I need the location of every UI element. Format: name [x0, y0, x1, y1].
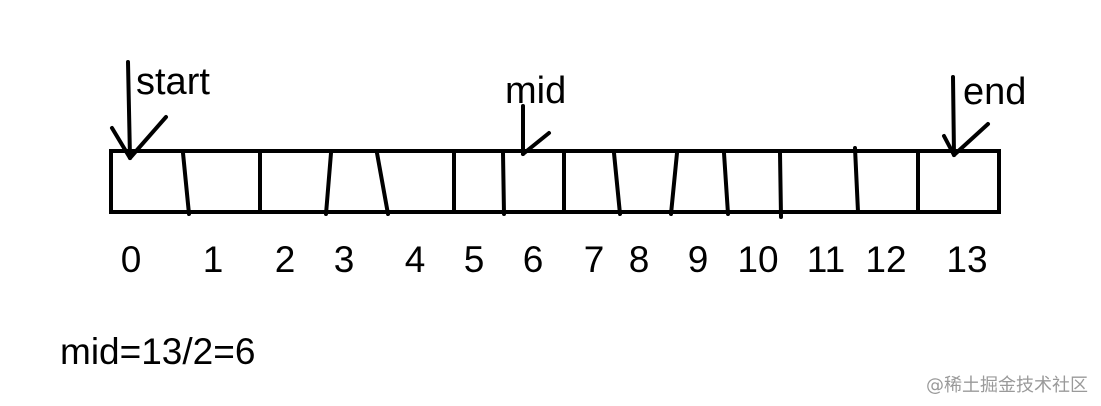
index-label: 3 — [334, 239, 355, 280]
index-label: 0 — [121, 239, 142, 280]
index-label: 7 — [584, 239, 605, 280]
start-arrow-head — [110, 126, 132, 160]
cell-divider — [181, 151, 191, 216]
mid-arrow — [521, 104, 551, 156]
index-label: 11 — [807, 239, 845, 280]
end-label: end — [963, 71, 1026, 113]
end-arrow — [942, 75, 990, 157]
mid-formula: mid=13/2=6 — [60, 331, 255, 372]
index-label: 4 — [405, 239, 426, 280]
index-label: 10 — [737, 239, 778, 280]
index-label: 1 — [203, 239, 224, 280]
index-label: 9 — [688, 239, 709, 280]
index-labels: 0 1 2 3 4 5 6 7 8 9 10 11 12 13 — [121, 239, 988, 280]
start-arrow-shaft — [126, 60, 132, 160]
end-arrow-shaft — [951, 75, 956, 157]
cell-divider — [501, 151, 506, 216]
mid-label: mid — [505, 70, 566, 112]
array-outline — [109, 149, 1001, 214]
watermark: @稀土掘金技术社区 — [926, 375, 1088, 396]
start-arrow — [110, 60, 168, 160]
cell-divider — [375, 151, 390, 216]
cell-divider — [324, 151, 333, 216]
index-label: 5 — [464, 239, 485, 280]
cell-divider — [853, 146, 860, 214]
index-label: 6 — [523, 239, 544, 280]
index-label: 12 — [865, 239, 906, 280]
cell-divider — [722, 151, 730, 216]
cell-dividers — [181, 146, 920, 219]
cell-divider — [612, 151, 622, 216]
index-label: 13 — [946, 239, 987, 280]
index-label: 2 — [275, 239, 296, 280]
cell-divider — [778, 151, 783, 219]
cell-divider — [669, 151, 679, 216]
end-arrow-head — [942, 134, 956, 157]
start-label: start — [136, 61, 210, 103]
start-arrow-head — [128, 115, 168, 160]
mid-arrow-head — [521, 131, 551, 156]
index-label: 8 — [629, 239, 650, 280]
end-arrow-head — [952, 122, 990, 157]
